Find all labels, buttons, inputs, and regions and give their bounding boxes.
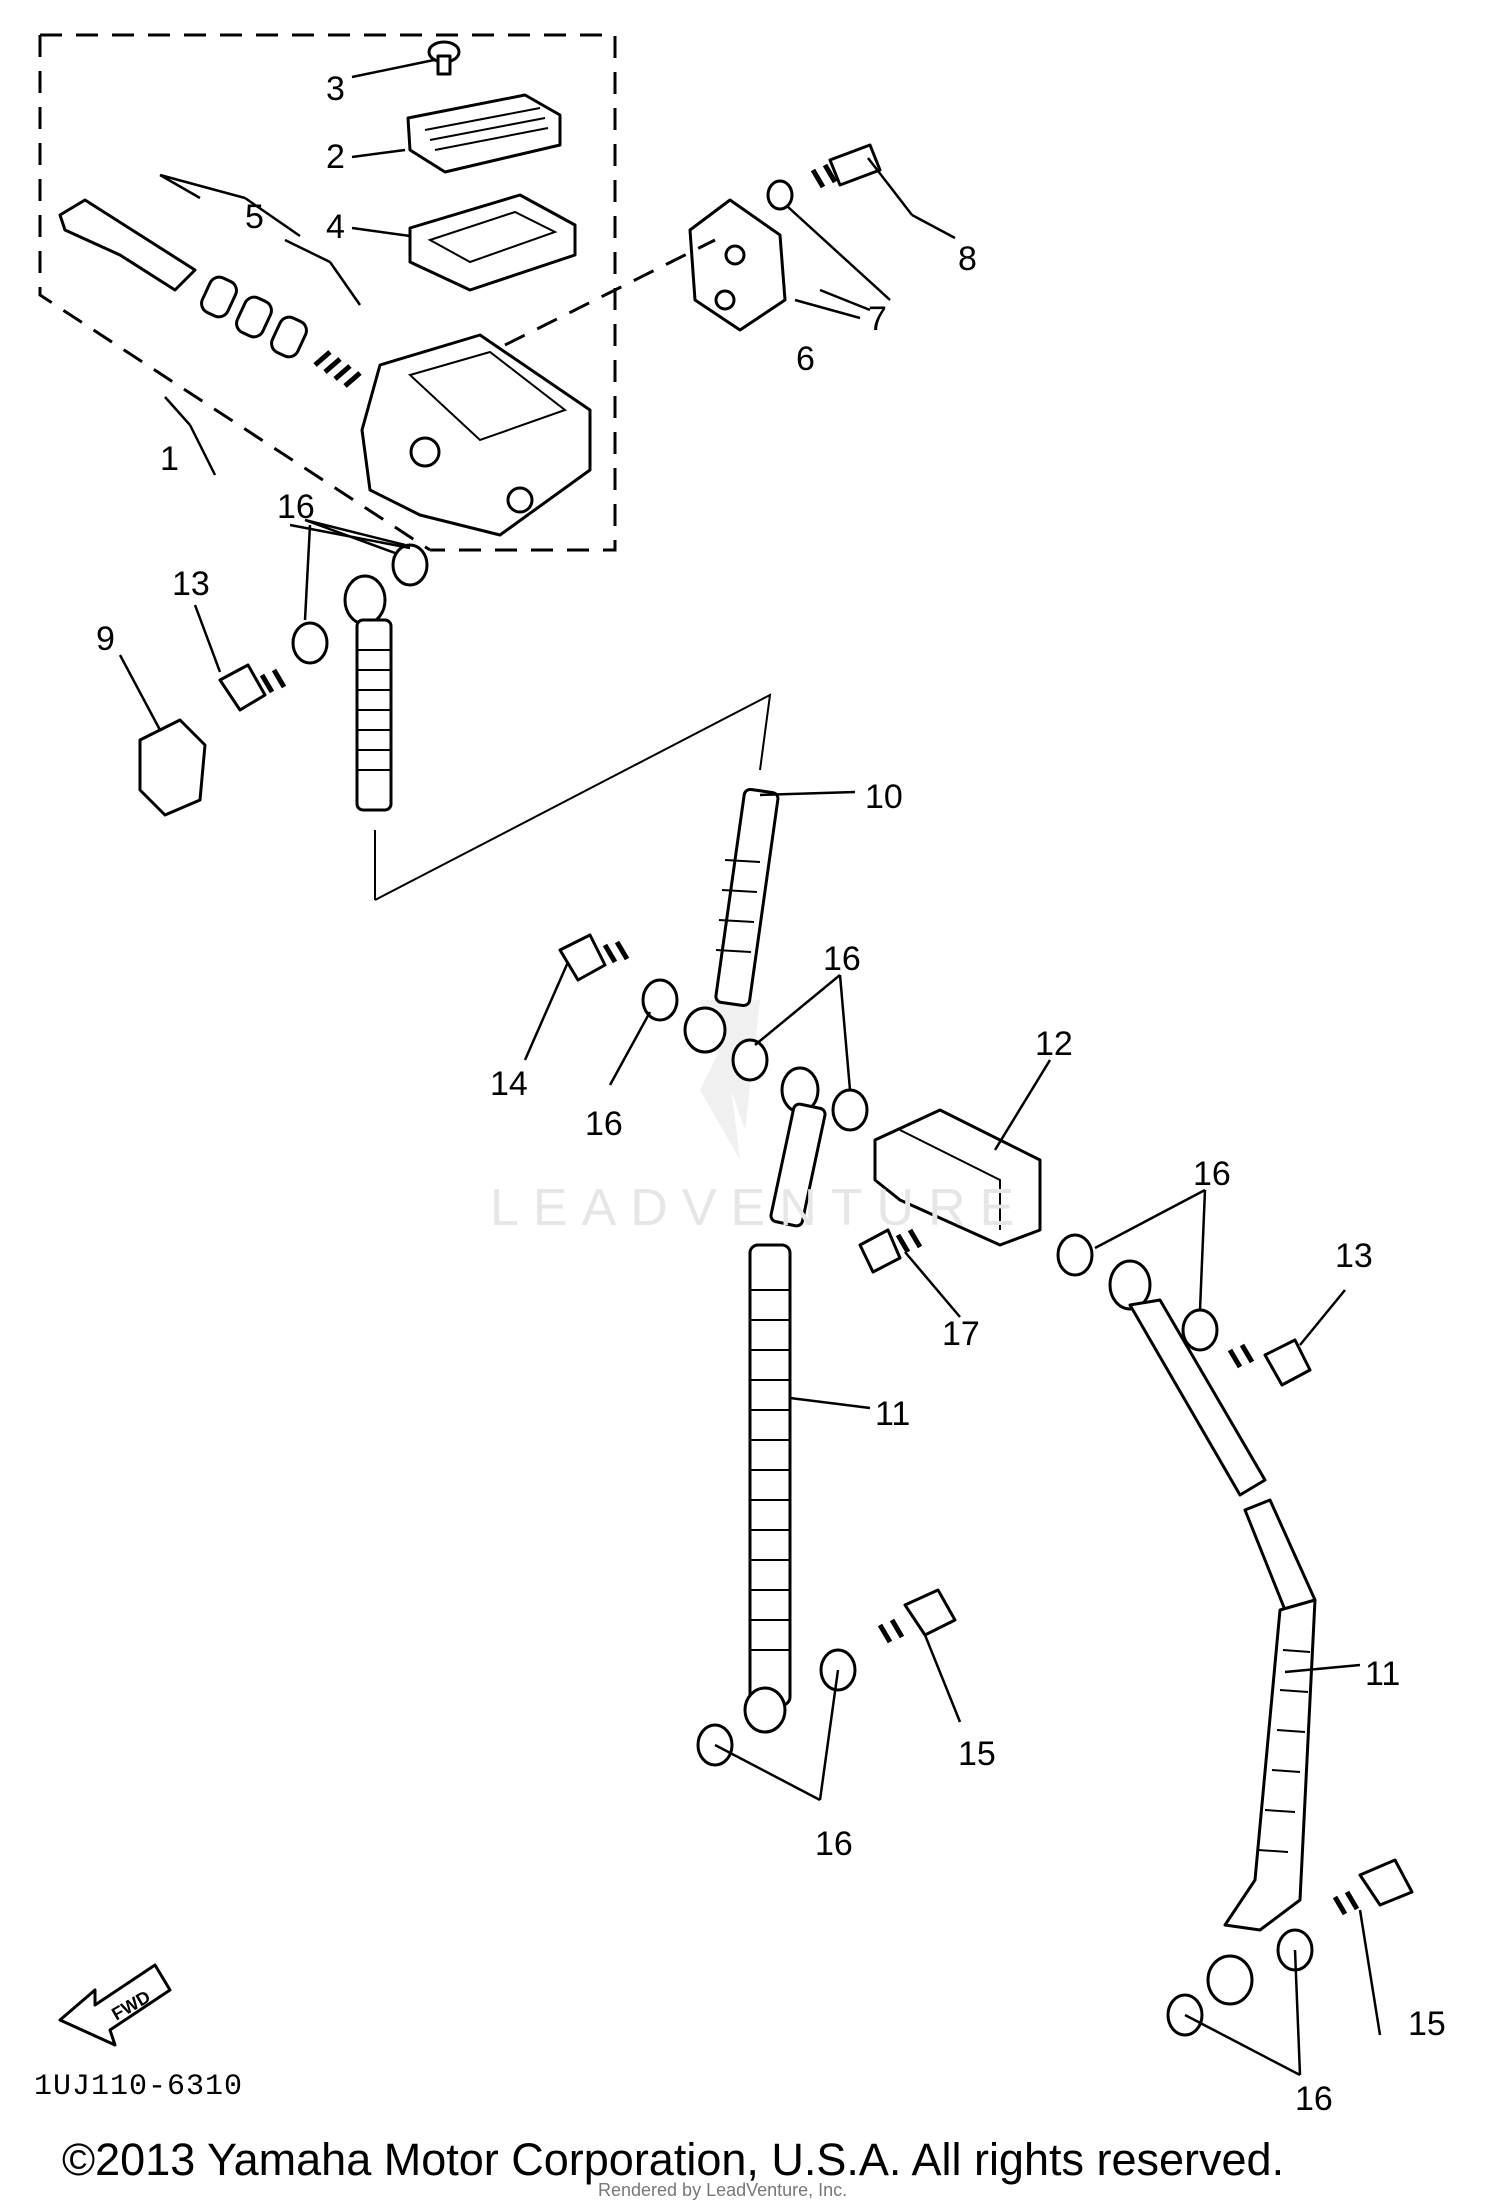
part-13-bolt-lower bbox=[1227, 1338, 1312, 1387]
part-16-washer-c bbox=[641, 978, 679, 1022]
part-7-washer bbox=[766, 179, 794, 211]
callout-1: 1 bbox=[160, 440, 179, 478]
part-16-washer-f bbox=[1056, 1233, 1094, 1277]
upper-hose-fitting bbox=[343, 574, 393, 812]
render-credit: Rendered by LeadVenture, Inc. bbox=[598, 2180, 848, 2200]
callout-16-d: 16 bbox=[1193, 1155, 1231, 1193]
diagram-code: 1UJ110-6310 bbox=[34, 2070, 244, 2104]
hose-10-link bbox=[374, 693, 772, 901]
callout-11-b: 11 bbox=[1365, 1655, 1400, 1693]
part-11-hose-right bbox=[1108, 1259, 1317, 2006]
callout-15-b: 15 bbox=[1408, 2005, 1446, 2043]
part-15-bolt-upper bbox=[877, 1588, 957, 1644]
callout-16-a: 16 bbox=[277, 488, 315, 526]
fwd-arrow-icon: FWD bbox=[58, 1963, 172, 2047]
callout-2: 2 bbox=[326, 138, 345, 176]
callout-14: 14 bbox=[490, 1065, 528, 1103]
callout-17: 17 bbox=[942, 1315, 980, 1353]
callout-3: 3 bbox=[326, 70, 345, 108]
callout-5: 5 bbox=[245, 198, 264, 236]
part-15-bolt-lower bbox=[1332, 1858, 1414, 1916]
leader-lines bbox=[118, 58, 1382, 2077]
callout-10: 10 bbox=[865, 778, 903, 816]
callout-9: 9 bbox=[96, 620, 115, 658]
part-6-leader bbox=[504, 238, 716, 347]
copyright-notice: ©2013 Yamaha Motor Corporation, U.S.A. A… bbox=[62, 2134, 1285, 2185]
part-16-washer-b bbox=[291, 621, 329, 665]
callout-6: 6 bbox=[796, 340, 815, 378]
callout-4: 4 bbox=[326, 208, 345, 246]
part-16-washer-d bbox=[731, 1038, 769, 1082]
callout-13-b: 13 bbox=[1335, 1237, 1373, 1275]
part-11-hose-left bbox=[743, 1066, 827, 1734]
part-8-bolt bbox=[810, 143, 882, 189]
callout-7: 7 bbox=[868, 300, 887, 338]
part-16-washer-g bbox=[1181, 1308, 1219, 1352]
part-3-screw bbox=[427, 40, 461, 76]
callout-16-c: 16 bbox=[585, 1105, 623, 1143]
part-9-cap bbox=[138, 718, 207, 817]
part-13-bolt-upper bbox=[218, 663, 287, 712]
part-14-bolt bbox=[558, 933, 630, 982]
callout-16-e: 16 bbox=[815, 1825, 853, 1863]
callout-11-a: 11 bbox=[875, 1395, 910, 1433]
callout-16-b: 16 bbox=[823, 940, 861, 978]
part-2-cap bbox=[406, 93, 562, 174]
part-17-bolt bbox=[858, 1228, 923, 1274]
part-4-diaphragm bbox=[408, 193, 577, 292]
part-16-washer-a bbox=[391, 543, 429, 587]
part-5-piston-kit bbox=[58, 198, 362, 388]
callout-13-a: 13 bbox=[172, 565, 210, 603]
part-10-hose bbox=[683, 787, 780, 1054]
callout-12: 12 bbox=[1035, 1025, 1073, 1063]
part-6-holder bbox=[688, 198, 787, 332]
callout-16-f: 16 bbox=[1295, 2080, 1333, 2118]
watermark-text: LEADVENTURE bbox=[490, 1179, 1029, 1237]
assembly-boundary bbox=[38, 33, 617, 552]
callout-15-a: 15 bbox=[958, 1735, 996, 1773]
part-16-washer-e bbox=[831, 1088, 869, 1132]
master-cylinder-body bbox=[360, 333, 592, 537]
callout-8: 8 bbox=[958, 240, 977, 278]
